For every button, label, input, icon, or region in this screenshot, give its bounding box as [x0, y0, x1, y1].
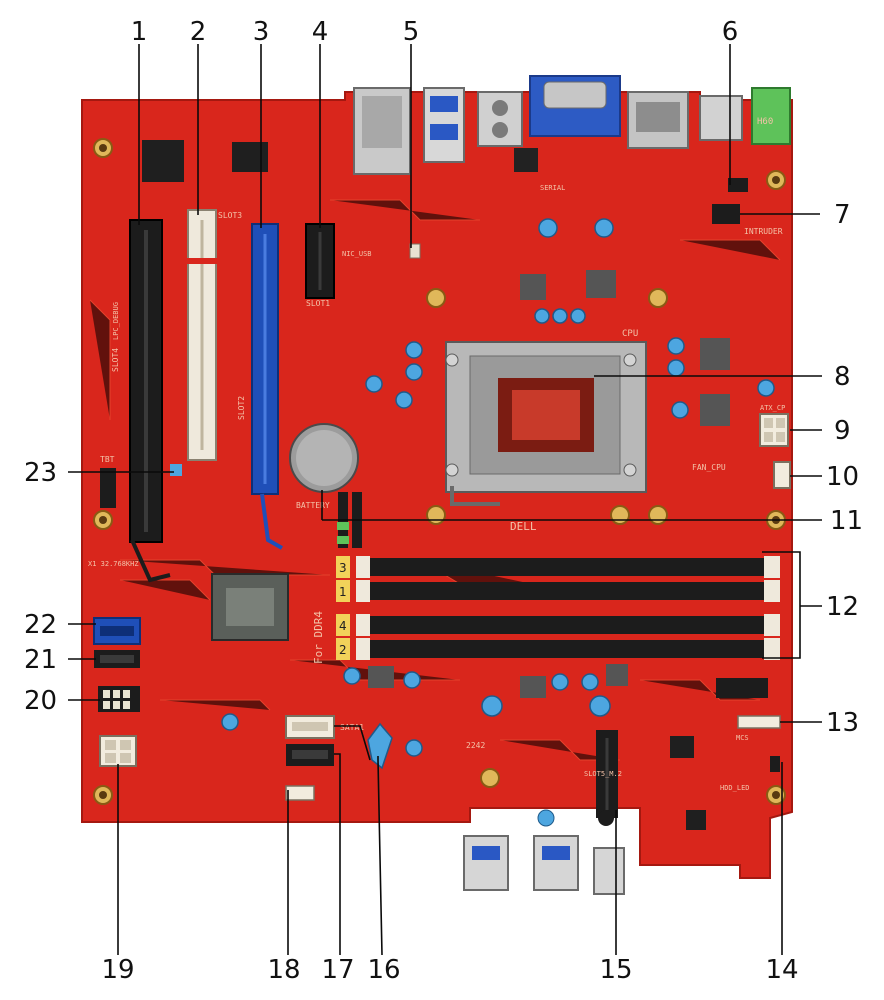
svg-text:X1 32.768KHZ: X1 32.768KHZ — [88, 560, 139, 568]
front-panel-header[interactable] — [716, 678, 768, 698]
svg-text:For DDR4: For DDR4 — [312, 611, 325, 664]
svg-text:INTRUDER: INTRUDER — [744, 227, 783, 236]
chips — [142, 140, 730, 830]
callout-20: 20 — [24, 686, 57, 716]
callout-8: 8 — [834, 362, 851, 392]
callout-9: 9 — [834, 416, 851, 446]
callout-19: 19 — [101, 955, 134, 985]
svg-text:HDD_LED: HDD_LED — [720, 784, 750, 792]
svg-text:SLOT3: SLOT3 — [218, 211, 242, 220]
audio-jack-green — [751, 87, 791, 145]
svg-text:FAN_CPU: FAN_CPU — [692, 463, 726, 472]
svg-text:SLOT4: SLOT4 — [111, 348, 120, 372]
callout-15: 15 — [599, 955, 632, 985]
svg-text:NIC_USB: NIC_USB — [342, 250, 372, 258]
callout-7: 7 — [834, 200, 851, 230]
callout-18: 18 — [267, 955, 300, 985]
svg-text:SLOT2: SLOT2 — [237, 396, 246, 420]
leader-lines — [68, 44, 822, 956]
chassis-fan-header[interactable] — [728, 178, 748, 192]
svg-text:SLOT5_M.2: SLOT5_M.2 — [584, 770, 622, 778]
dimm-slot-4[interactable] — [356, 614, 780, 636]
rear-io: H60 — [353, 75, 791, 175]
svg-text:1: 1 — [339, 585, 347, 599]
dimm-slot-3[interactable] — [356, 556, 780, 578]
callout-2: 2 — [190, 17, 207, 47]
dimm-slot-2[interactable] — [356, 638, 780, 660]
callout-5: 5 — [403, 17, 420, 47]
internal-usb-connector[interactable] — [409, 243, 421, 259]
tbt-jumper[interactable] — [170, 464, 182, 476]
svg-text:SERIAL: SERIAL — [540, 184, 565, 192]
callout-22: 22 — [24, 610, 57, 640]
callout-13: 13 — [826, 708, 859, 738]
cmos-battery: BATTERY — [289, 423, 359, 510]
callout-4: 4 — [312, 17, 329, 47]
sata-latch — [367, 722, 393, 770]
callout-14: 14 — [765, 955, 798, 985]
callout-23: 23 — [24, 458, 57, 488]
svg-text:2: 2 — [339, 643, 347, 657]
svg-text:4: 4 — [339, 619, 347, 633]
media-card-reader-connector[interactable] — [737, 715, 781, 729]
front-audio-jack — [593, 847, 625, 895]
callout-10: 10 — [826, 462, 859, 492]
svg-text:3: 3 — [339, 561, 347, 575]
callout-1: 1 — [131, 17, 148, 47]
svg-text:MCS: MCS — [736, 734, 749, 742]
callout-3: 3 — [253, 17, 270, 47]
callout-16: 16 — [367, 955, 400, 985]
callout-11: 11 — [830, 506, 863, 536]
hdd-led-header[interactable] — [770, 756, 780, 772]
callout-6: 6 — [722, 17, 739, 47]
svg-text:CPU: CPU — [622, 329, 638, 339]
svg-text:2242: 2242 — [466, 741, 485, 750]
cpu-socket: CPU — [445, 329, 647, 506]
dimm-slots: 3 1 4 2 For DDR4 — [312, 556, 780, 664]
cpu-fan-connector[interactable] — [773, 461, 791, 489]
thunderbolt-header[interactable] — [100, 468, 116, 508]
svg-text:BATTERY: BATTERY — [296, 501, 330, 510]
callout-21: 21 — [24, 645, 57, 675]
svg-text:LPC_DEBUG: LPC_DEBUG — [112, 302, 120, 340]
mounting-holes — [93, 138, 786, 805]
callout-12: 12 — [826, 592, 859, 622]
capacitors — [221, 218, 775, 757]
svg-text:H60: H60 — [757, 117, 773, 127]
system-fan-header[interactable] — [285, 785, 315, 801]
expansion-slots: SLOT1 SLOT3 SLOT4 SLOT2 LPC_DEBUG — [111, 209, 335, 583]
callout-17: 17 — [321, 955, 354, 985]
super-io-chip — [142, 140, 184, 182]
front-usb-port-1 — [463, 835, 509, 891]
front-usb-port-2 — [533, 835, 579, 891]
hdmi-port — [699, 95, 743, 141]
intruder-switch-connector[interactable] — [712, 204, 740, 224]
svg-text:DELL: DELL — [510, 520, 537, 533]
svg-text:SATA1: SATA1 — [340, 723, 364, 732]
svg-text:SLOT1: SLOT1 — [306, 299, 330, 308]
callout-numbers: 1 2 3 4 5 6 7 8 9 10 11 12 13 14 15 16 1… — [24, 17, 863, 985]
dimm-slot-1[interactable] — [356, 580, 780, 602]
svg-text:TBT: TBT — [100, 455, 115, 464]
svg-text:ATX_CP: ATX_CP — [760, 404, 785, 412]
